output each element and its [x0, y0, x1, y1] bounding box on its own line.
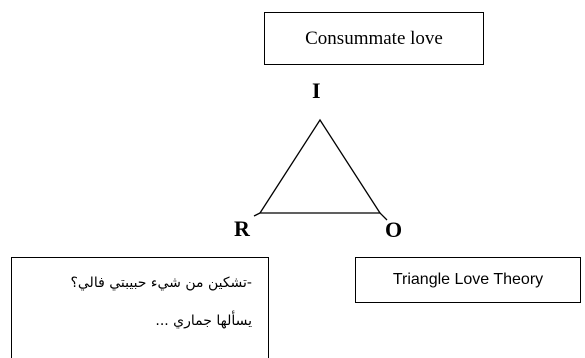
consummate-love-label: Consummate love	[305, 27, 443, 49]
consummate-love-box: Consummate love	[264, 12, 484, 65]
arabic-text-line-1: -تشكين من شيء حبيبتي فالي؟	[70, 275, 252, 291]
vertex-label-i: I	[312, 78, 321, 103]
triangle-shape	[258, 118, 382, 214]
arabic-text-box: -تشكين من شيء حبيبتي فالي؟ يسألها جماري …	[11, 257, 269, 358]
arabic-text-line-2: يسألها جماري ...	[155, 313, 252, 329]
triangle-love-theory-label: Triangle Love Theory	[392, 271, 544, 288]
triangle-tick-left	[253, 212, 261, 217]
vertex-label-o: O	[385, 217, 403, 242]
vertex-label-r: R	[234, 216, 250, 241]
triangle-love-theory-box: Triangle Love Theory	[355, 257, 581, 303]
